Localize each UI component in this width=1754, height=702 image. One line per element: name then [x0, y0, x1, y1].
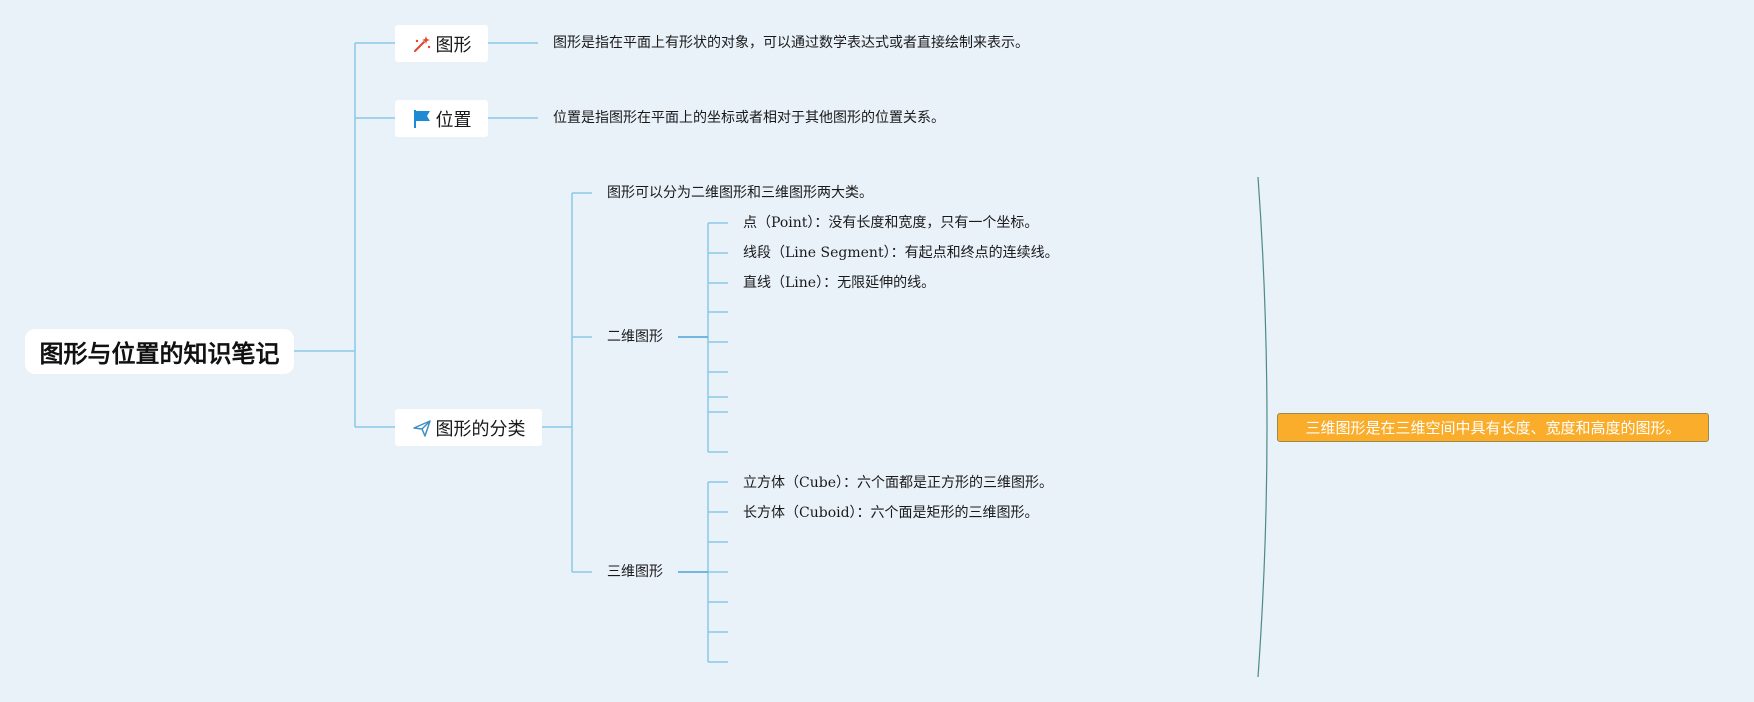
2d-item-line: 直线（Line）：无限延伸的线。	[743, 275, 936, 291]
flag-icon	[412, 109, 432, 129]
2d-item-line-segment: 线段（Line Segment）：有起点和终点的连续线。	[743, 245, 1059, 261]
classification-intro: 图形可以分为二维图形和三维图形两大类。	[607, 185, 873, 201]
summary-box[interactable]: 三维图形是在三维空间中具有长度、宽度和高度的图形。	[1277, 413, 1709, 442]
shape-description: 图形是指在平面上有形状的对象，可以通过数学表达式或者直接绘制来表示。	[553, 35, 1029, 51]
branch-classification-label: 图形的分类	[435, 418, 526, 440]
root-topic[interactable]: 图形与位置的知识笔记	[25, 329, 294, 374]
root-topic-label: 图形与位置的知识笔记	[39, 340, 280, 368]
magic-wand-icon	[412, 34, 432, 54]
position-description: 位置是指图形在平面上的坐标或者相对于其他图形的位置关系。	[553, 110, 945, 126]
3d-item-cube: 立方体（Cube）：六个面都是正方形的三维图形。	[743, 475, 1053, 491]
branch-shape[interactable]: 图形	[395, 25, 488, 62]
paper-plane-icon	[412, 418, 432, 438]
group-3d-label: 三维图形	[607, 564, 663, 580]
summary-bracket	[1257, 176, 1268, 678]
2d-item-point: 点（Point）：没有长度和宽度，只有一个坐标。	[743, 215, 1039, 231]
group-2d-label: 二维图形	[607, 329, 663, 345]
branch-position-label: 位置	[435, 109, 472, 131]
branch-shape-label: 图形	[435, 34, 472, 56]
3d-item-cuboid: 长方体（Cuboid）：六个面是矩形的三维图形。	[743, 505, 1039, 521]
summary-text: 三维图形是在三维空间中具有长度、宽度和高度的图形。	[1305, 419, 1681, 437]
branch-classification[interactable]: 图形的分类	[395, 409, 542, 446]
branch-position[interactable]: 位置	[395, 100, 488, 137]
